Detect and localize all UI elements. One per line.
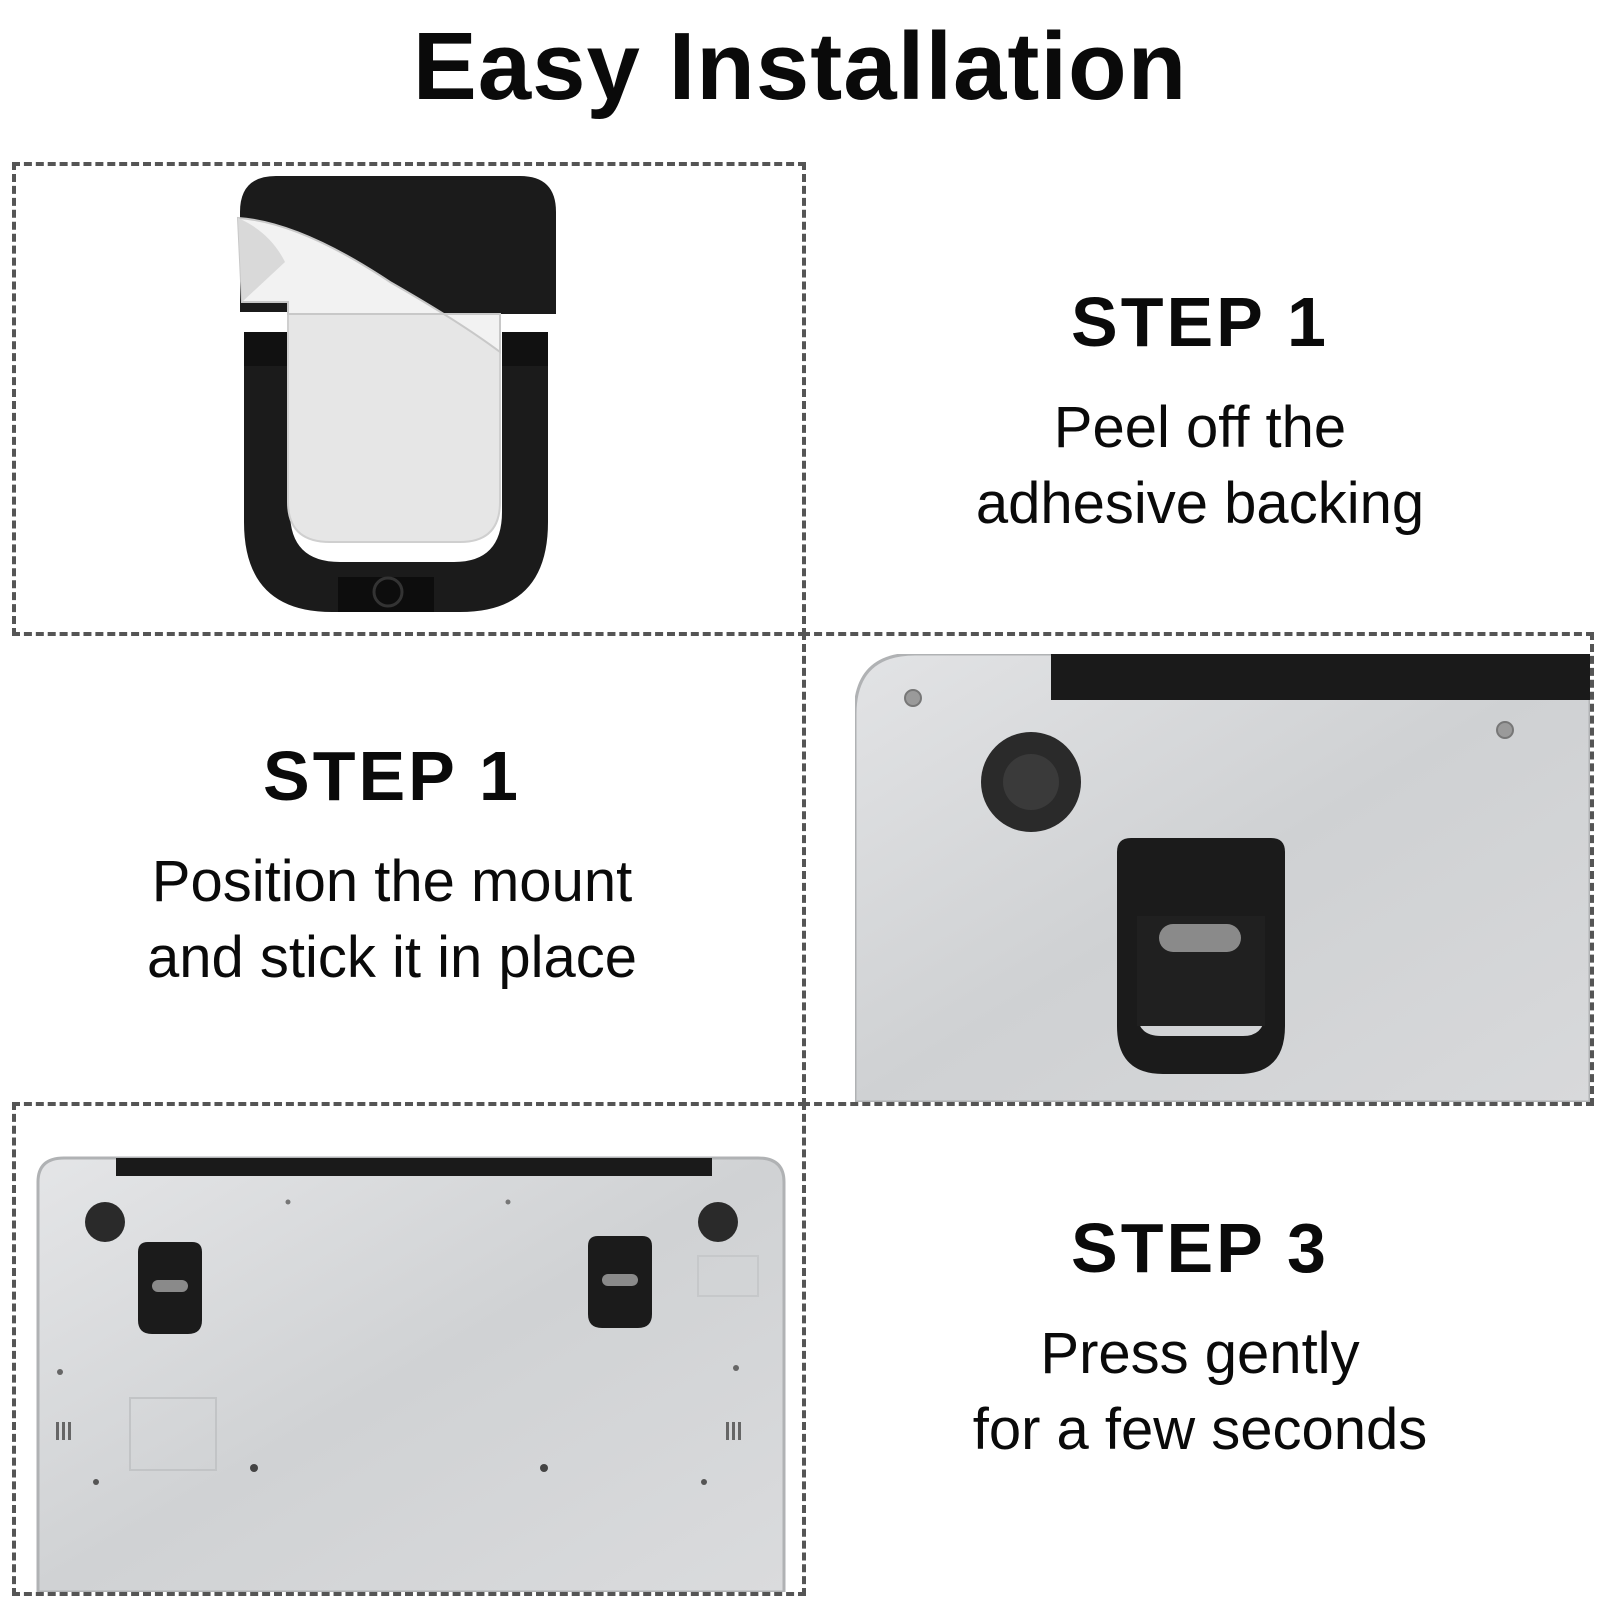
step1-description: Peel off the adhesive backing	[830, 390, 1570, 542]
panel-step2-image-frame	[802, 632, 1594, 1106]
step1-text: STEP 1 Peel off the adhesive backing	[830, 282, 1570, 542]
step3-text: STEP 3 Press gently for a few seconds	[830, 1208, 1570, 1468]
panel-step1-image-frame	[12, 162, 806, 636]
mount-with-backing-illustration	[236, 176, 556, 612]
step1-line1: Peel off the	[1053, 395, 1347, 460]
panel-step3-image-frame	[12, 1102, 806, 1596]
mount-peel-photo	[230, 172, 570, 627]
laptop-bottom-photo	[30, 1122, 790, 1592]
step2-text: STEP 1 Position the mount and stick it i…	[12, 736, 772, 996]
step1-heading: STEP 1	[1071, 283, 1329, 361]
step3-line1: Press gently	[1040, 1321, 1360, 1386]
laptop-bottom-illustration	[36, 1156, 786, 1592]
laptop-corner-illustration	[855, 654, 1590, 1102]
step1-line2: adhesive backing	[975, 471, 1425, 536]
step2-heading: STEP 1	[263, 737, 521, 815]
step2-description: Position the mount and stick it in place	[12, 844, 772, 996]
step2-line1: Position the mount	[151, 849, 633, 914]
step3-line2: for a few seconds	[972, 1397, 1428, 1462]
step3-heading: STEP 3	[1071, 1209, 1329, 1287]
page-title: Easy Installation	[412, 13, 1188, 120]
laptop-corner-photo	[855, 654, 1590, 1102]
step3-description: Press gently for a few seconds	[830, 1316, 1570, 1468]
step2-line2: and stick it in place	[146, 925, 638, 990]
